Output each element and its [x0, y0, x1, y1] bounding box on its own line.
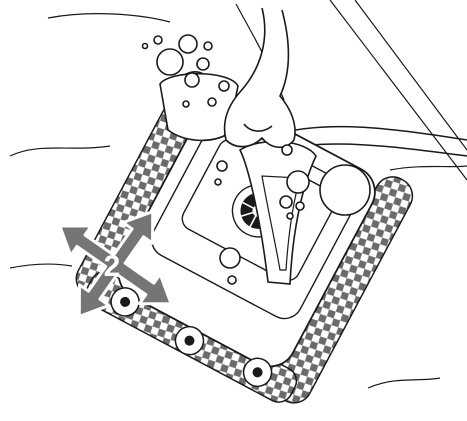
step-number: 2: [104, 250, 121, 283]
hand: [225, 8, 296, 147]
